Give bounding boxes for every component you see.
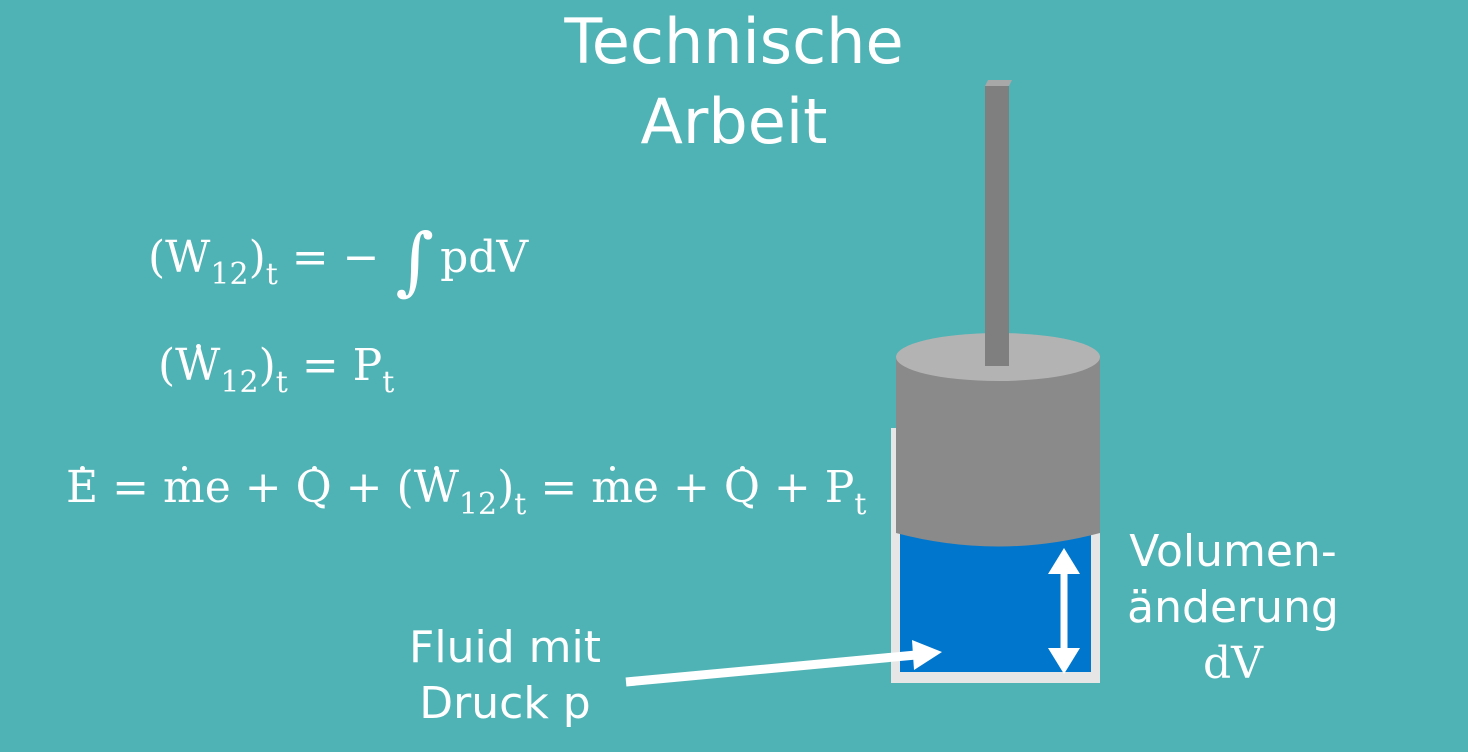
volume-label-line-3: dV: [1203, 638, 1263, 689]
eq2-rhs: = P: [287, 340, 383, 391]
eq2-sub-t: t: [275, 365, 288, 400]
eq1-lhs: (W: [148, 232, 211, 283]
eq3-m2-dot: m: [591, 462, 633, 513]
eq3-sub-t: t: [514, 487, 527, 522]
eq1-sub-t: t: [265, 257, 278, 292]
piston-rod: [985, 86, 1009, 366]
title-line-1: Technische: [564, 5, 904, 78]
eq1-sub: 12: [210, 257, 249, 292]
piston-body: [896, 357, 1100, 547]
volume-label-line-2: änderung: [1127, 582, 1339, 633]
fluid-label: Fluid mit Druck p: [398, 620, 612, 732]
eq3-eq1: =: [98, 462, 163, 513]
cylinder-wall-bottom: [891, 672, 1100, 683]
title: Technische Arbeit: [534, 2, 934, 162]
eq3-eq2: =: [526, 462, 592, 513]
eq2-open: (: [158, 340, 176, 391]
eq2-close: ): [258, 340, 276, 391]
equation-technical-work: (W12)t = − ∫pdV: [148, 224, 529, 298]
eq2-sub-p: t: [382, 365, 395, 400]
eq3-q1-dot: Q: [295, 462, 332, 513]
volume-arrow-head-down: [1048, 648, 1080, 674]
eq3-sub: 12: [458, 487, 498, 522]
eq3-sub-p: t: [854, 487, 867, 522]
volume-label-line-1: Volumen-: [1129, 526, 1337, 577]
fluid-pointer-arrow: [625, 650, 917, 687]
eq2-sub: 12: [220, 365, 259, 400]
eq3-e2: e +: [632, 462, 724, 513]
eq1-rhs: pdV: [440, 232, 529, 283]
eq3-plus2: + P: [759, 462, 855, 513]
eq3-e1: e +: [204, 462, 296, 513]
eq3-close: ): [497, 462, 515, 513]
eq3-m1-dot: m: [162, 462, 205, 513]
eq3-plus1: + (: [331, 462, 414, 513]
cylinder-wall-left: [891, 428, 900, 683]
eq3-q2-dot: Q: [723, 462, 760, 513]
title-line-2: Arbeit: [640, 85, 828, 158]
eq1-rhs-pre: = −: [277, 232, 394, 283]
eq3-w-dot: W: [413, 462, 459, 513]
cylinder-wall-right: [1091, 428, 1100, 683]
fluid-label-line-2: Druck p: [419, 678, 591, 729]
eq1-close: ): [248, 232, 266, 283]
eq2-w-dot: W: [175, 340, 221, 391]
equation-energy-balance: E = me + Q + (W12)t = me + Q + Pt: [66, 462, 866, 522]
equation-technical-power: (W12)t = Pt: [158, 340, 394, 400]
eq3-e-dot: E: [66, 462, 99, 513]
volume-change-label: Volumen- änderung dV: [1110, 524, 1356, 692]
fluid: [900, 533, 1091, 672]
fluid-label-line-1: Fluid mit: [409, 622, 601, 673]
piston-rod-top: [985, 80, 1012, 86]
fluid-pointer-arrow-head: [912, 640, 942, 670]
volume-arrow-head-up: [1048, 548, 1080, 574]
